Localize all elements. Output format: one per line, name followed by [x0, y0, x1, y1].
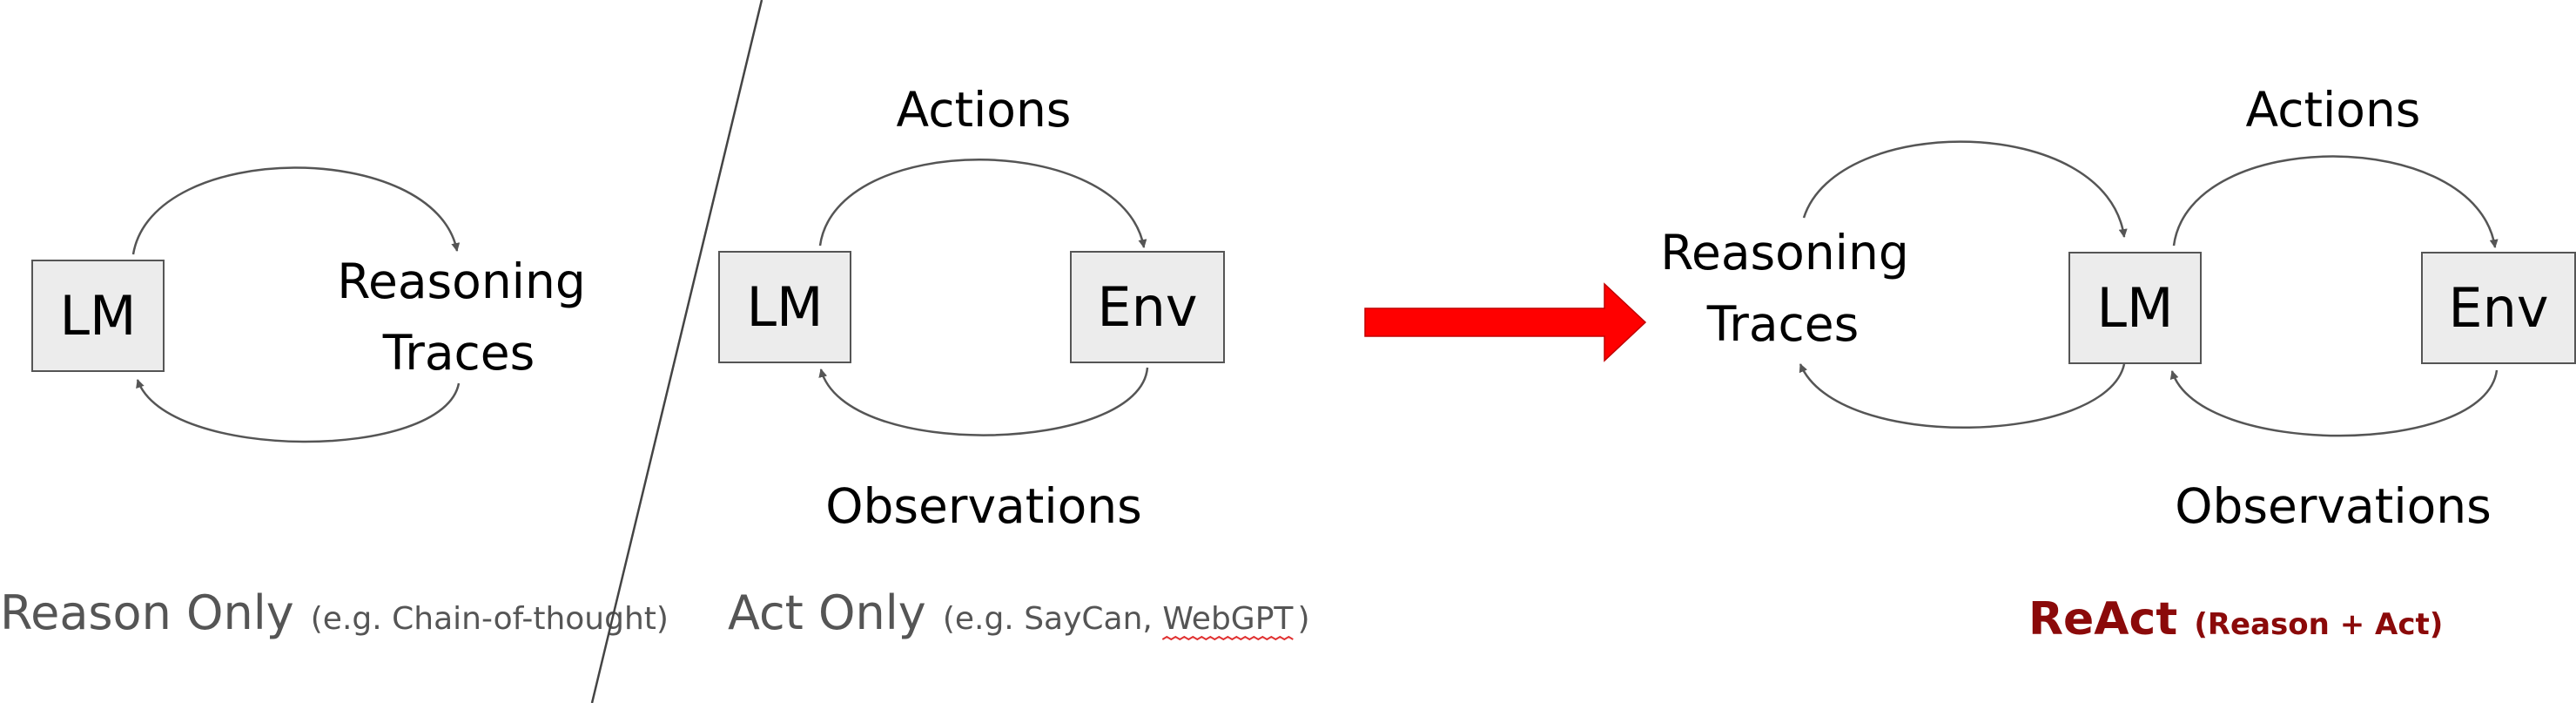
react-reasoning-label: Reasoning	[1660, 225, 1909, 281]
react-lm-to-reasoning-arrow	[1799, 363, 2126, 429]
panel-react: Reasoning Traces LM Env Actions Observat…	[1660, 82, 2576, 646]
act-only-observations-label: Observations	[825, 478, 1142, 534]
react-traces-label: Traces	[1706, 296, 1860, 352]
act-only-caption: Act Only (e.g. SayCan, WebGPT )	[728, 585, 1310, 640]
reason-only-caption-main: Reason Only	[0, 585, 294, 640]
act-only-env-box: Env	[1070, 251, 1225, 363]
react-observations-arrow	[2169, 369, 2499, 437]
react-caption: ReAct (Reason + Act)	[2028, 593, 2443, 646]
reason-only-caption: Reason Only (e.g. Chain-of-thought)	[0, 585, 669, 640]
spellcheck-underline	[1161, 635, 1294, 641]
reason-only-traces-label: Traces	[382, 325, 535, 381]
act-only-caption-main: Act Only	[728, 585, 926, 640]
reason-only-reasoning-label: Reasoning	[337, 253, 586, 309]
act-only-actions-arrow	[818, 159, 1147, 248]
react-lm-box: LM	[2068, 252, 2202, 364]
act-only-caption-sub-term: WebGPT	[1162, 601, 1294, 637]
act-only-observations-arrow	[818, 367, 1149, 436]
reason-only-top-arrow	[131, 166, 461, 255]
react-actions-label: Actions	[2246, 82, 2421, 138]
act-only-lm-label: LM	[746, 275, 823, 339]
act-only-env-label: Env	[1097, 275, 1197, 339]
act-only-actions-label: Actions	[897, 82, 1072, 138]
transition-arrow	[1364, 282, 1647, 362]
react-env-label: Env	[2448, 276, 2548, 340]
react-lm-label: LM	[2096, 276, 2173, 340]
react-env-box: Env	[2421, 252, 2576, 364]
reason-only-bottom-arrow	[136, 379, 461, 443]
act-only-lm-box: LM	[718, 251, 851, 363]
panel-divider	[590, 0, 763, 703]
reason-only-lm-box: LM	[31, 260, 165, 372]
react-caption-sub: (Reason + Act)	[2194, 607, 2443, 642]
react-observations-label: Observations	[2175, 478, 2492, 534]
panel-reason-only: LM Reasoning Traces Reason Only (e.g. Ch…	[0, 166, 669, 640]
act-only-caption-sub-suffix: )	[1298, 601, 1310, 637]
react-caption-main: ReAct	[2028, 593, 2177, 646]
react-actions-arrow	[2172, 155, 2499, 248]
act-only-caption-sub-prefix: (e.g. SayCan,	[943, 601, 1163, 637]
react-reasoning-to-lm-arrow	[1802, 140, 2128, 238]
reason-only-lm-label: LM	[59, 284, 136, 348]
panel-act-only: LM Env Actions Observations Act Only (e.…	[718, 82, 1310, 641]
